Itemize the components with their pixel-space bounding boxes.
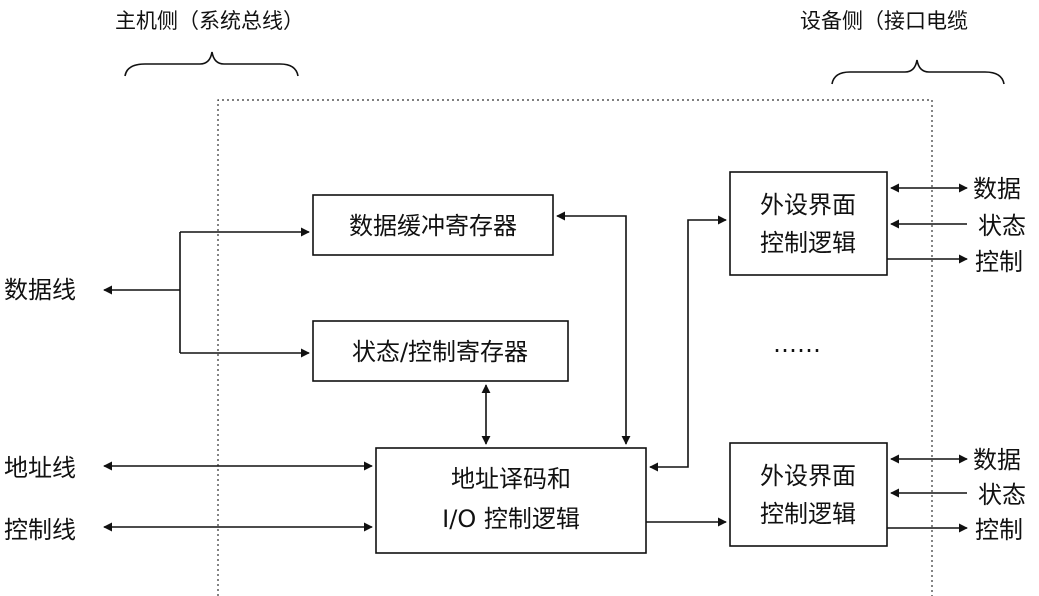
data-bus-label: 数据线 <box>4 276 76 304</box>
bottom-status-signal-label: 状态 <box>978 481 1026 509</box>
top-data-signal-label: 数据 <box>973 175 1021 203</box>
control-bus-label: 控制线 <box>4 516 76 544</box>
peripheral-bottom-label-line1: 外设界面 <box>760 462 856 490</box>
address-bus-label: 地址线 <box>4 454 76 482</box>
address-decode-label-line1: 地址译码和 <box>451 465 571 493</box>
address-decode-label-line2: I/O 控制逻辑 <box>442 505 580 533</box>
device-side-header: 设备侧（接口电缆 <box>800 9 968 33</box>
host-side-header: 主机侧（系统总线） <box>115 9 304 33</box>
peripheral-bottom-label-line2: 控制逻辑 <box>760 500 856 528</box>
peripheral-interface-logic-bottom-box <box>729 442 888 547</box>
peripheral-top-label-line2: 控制逻辑 <box>760 229 856 257</box>
data-buffer-register-label: 数据缓冲寄存器 <box>349 212 517 240</box>
peripheral-top-label-line1: 外设界面 <box>760 191 856 219</box>
top-control-signal-label: 控制 <box>975 248 1023 276</box>
peripheral-interface-logic-top-box <box>729 171 888 276</box>
status-control-register-box <box>312 320 569 382</box>
status-control-register-label: 状态/控制寄存器 <box>352 338 528 366</box>
buffer-decoder-arrow <box>556 211 631 445</box>
decoder-top-peripheral-arrow <box>649 215 727 472</box>
bottom-control-signal-label: 控制 <box>975 516 1023 544</box>
top-status-signal-label: 状态 <box>978 212 1026 240</box>
data-buffer-register-box <box>312 194 554 256</box>
bottom-data-signal-label: 数据 <box>973 446 1021 474</box>
address-decode-io-logic-box <box>375 447 647 554</box>
more-peripherals-ellipsis: …… <box>773 330 821 358</box>
device-side-brace <box>831 59 1005 85</box>
host-side-brace <box>124 51 299 77</box>
